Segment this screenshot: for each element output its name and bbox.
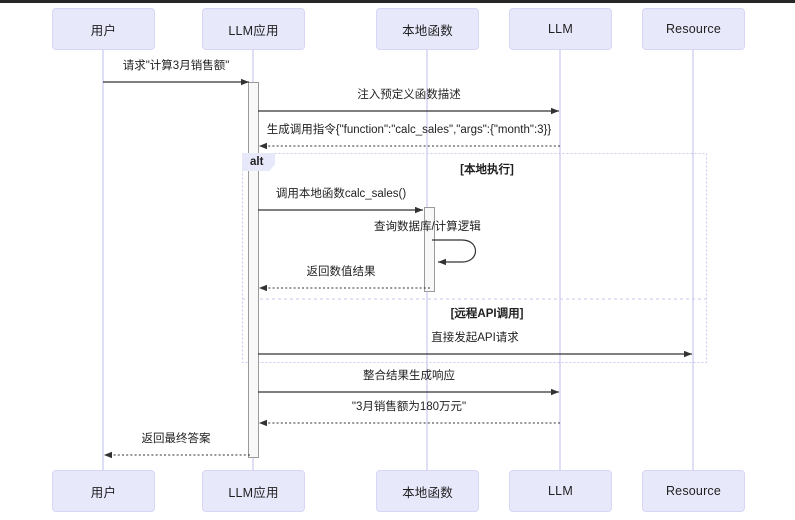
message-label-m5: 查询数据库/计算逻辑 [374,221,481,233]
message-m5-line [432,239,477,266]
participant-label: Resource [665,22,722,36]
participant-box-top-resource[interactable]: Resource [642,8,745,50]
fragment-condition-1: [远程API调用] [450,308,524,320]
participant-box-top-llm[interactable]: LLM [509,8,612,50]
message-label-m3: 生成调用指令{"function":"calc_sales","args":{"… [266,124,552,136]
participant-box-bottom-llmapp[interactable]: LLM应用 [202,470,305,512]
window-top-edge [0,0,795,3]
participant-box-bottom-localfn[interactable]: 本地函数 [376,470,479,512]
participant-label: LLM应用 [228,485,279,500]
participant-box-bottom-user[interactable]: 用户 [52,470,155,512]
participant-label: 本地函数 [402,23,453,38]
participant-label: Resource [665,484,722,498]
message-label-m2: 注入预定义函数描述 [357,89,461,101]
act-llmapp [248,82,259,458]
message-label-m1: 请求"计算3月销售额" [122,60,230,72]
message-label-m10: 返回最终答案 [141,433,211,445]
participant-box-top-llmapp[interactable]: LLM应用 [202,8,305,50]
message-label-m9: "3月销售额为180万元" [351,401,467,413]
message-label-m8: 整合结果生成响应 [363,370,455,382]
participant-box-bottom-resource[interactable]: Resource [642,470,745,512]
participant-label: LLM [548,22,573,36]
messages-group [103,78,692,459]
message-label-m4: 调用本地函数calc_sales() [275,188,407,200]
act-localfn [424,207,435,292]
fragment-condition-0: [本地执行] [460,164,514,176]
message-label-m7: 直接发起API请求 [431,332,519,344]
activations-group [248,82,435,458]
participant-label: 本地函数 [402,485,453,500]
fragments-group [242,153,707,363]
participant-label: 用户 [90,23,117,38]
alt-fragment-border [242,153,707,363]
participant-label: LLM应用 [228,23,279,38]
participant-label: 用户 [90,485,117,500]
participant-box-top-localfn[interactable]: 本地函数 [376,8,479,50]
participant-box-top-user[interactable]: 用户 [52,8,155,50]
message-label-m6: 返回数值结果 [306,266,376,278]
participant-label: LLM [548,484,573,498]
participant-box-bottom-llm[interactable]: LLM [509,470,612,512]
fragment-operator-alt: alt [242,153,276,171]
